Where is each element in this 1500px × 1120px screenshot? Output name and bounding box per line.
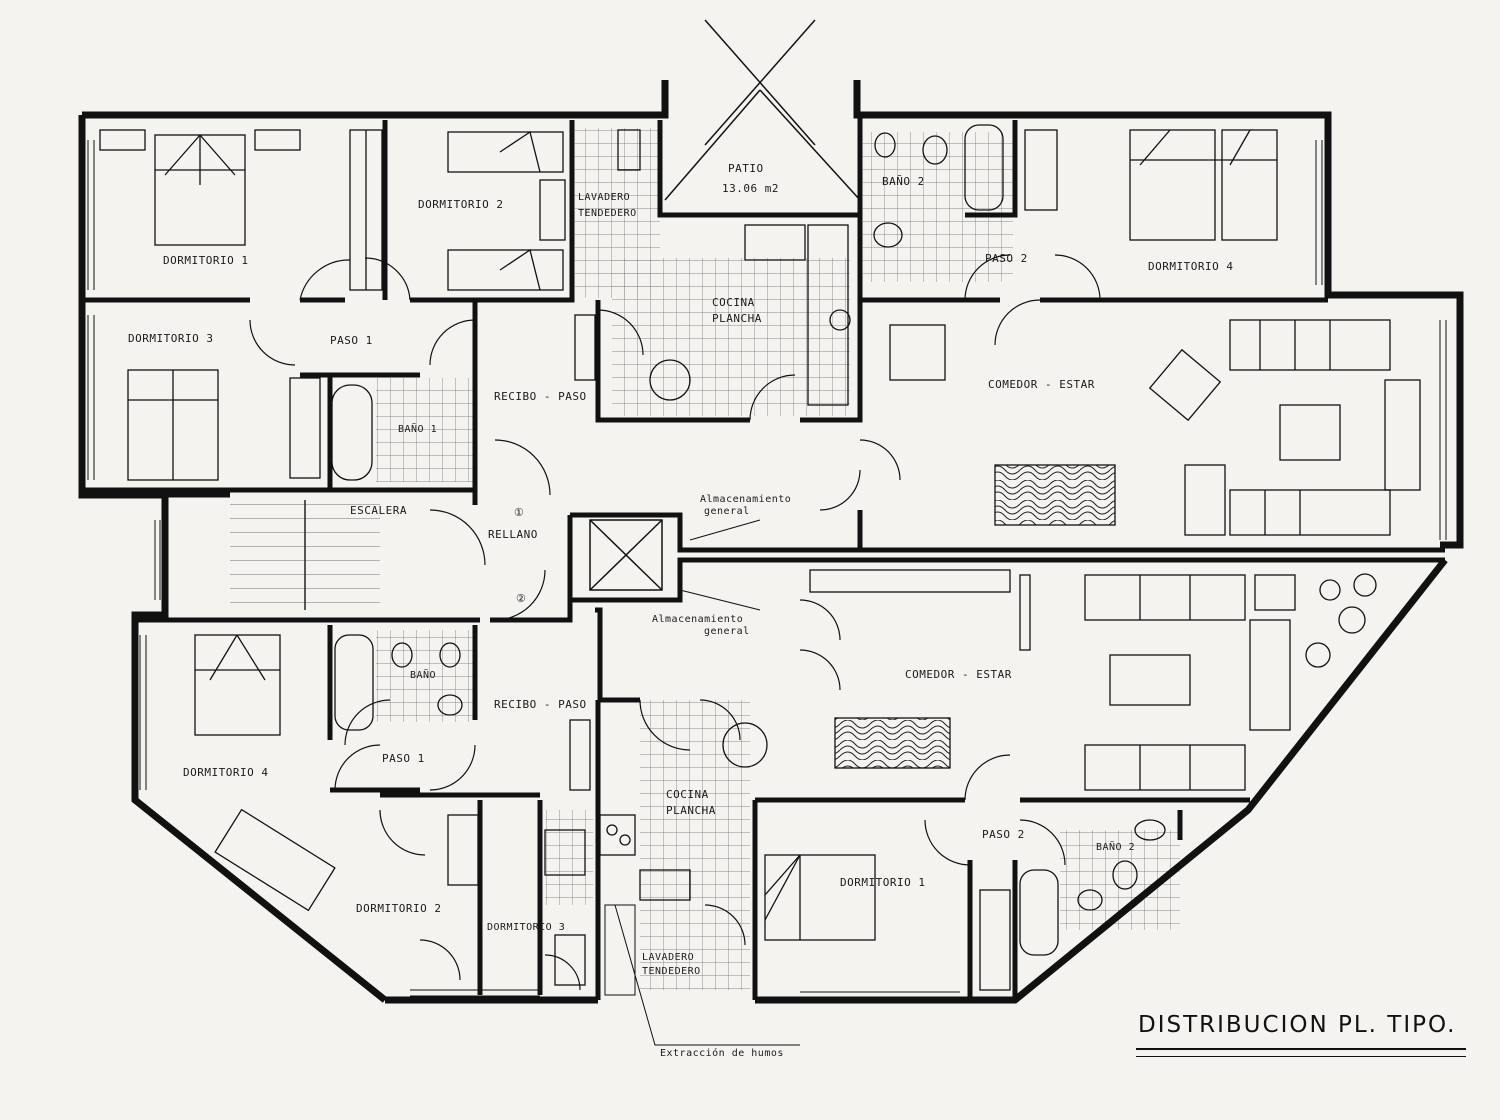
label-paso1-top: PASO 1 xyxy=(330,334,373,347)
label-bano2-top: BAÑO 2 xyxy=(882,175,925,188)
label-dormitorio2-bot: DORMITORIO 2 xyxy=(356,902,442,915)
interior-walls xyxy=(82,115,1445,1000)
tiled-areas xyxy=(376,128,1180,990)
label-door2: ② xyxy=(516,592,527,605)
label-dormitorio3-top: DORMITORIO 3 xyxy=(128,332,214,345)
label-lavadero-bot: LAVADERO xyxy=(642,952,695,963)
label-bano1-top: BAÑO 1 xyxy=(398,424,438,435)
label-escalera: ESCALERA xyxy=(350,504,407,517)
label-plancha-bot: PLANCHA xyxy=(666,804,716,817)
label-paso2-top: PASO 2 xyxy=(985,252,1028,265)
label-patio: PATIO xyxy=(728,162,764,175)
label-extraccion: Extracción de humos xyxy=(660,1048,784,1059)
title-underline-secondary xyxy=(1136,1056,1466,1057)
label-almac-bot2: general xyxy=(704,626,750,637)
doors xyxy=(249,254,1101,991)
label-cocina-bot: COCINA xyxy=(666,788,709,801)
label-paso1-bot: PASO 1 xyxy=(382,752,425,765)
patio-cross xyxy=(664,19,861,201)
label-tendedero-bot: TENDEDERO xyxy=(642,966,701,977)
label-comedor-top: COMEDOR - ESTAR xyxy=(988,378,1095,391)
windows xyxy=(87,140,1447,999)
label-dormitorio2-top: DORMITORIO 2 xyxy=(418,198,504,211)
label-recibo-bot: RECIBO - PASO xyxy=(494,698,587,711)
label-almac-top2: general xyxy=(704,506,750,517)
label-lavadero-top: LAVADERO xyxy=(578,192,631,203)
label-recibo-top: RECIBO - PASO xyxy=(494,390,587,403)
title-underline xyxy=(1136,1048,1466,1050)
label-bano-bot: BAÑO xyxy=(410,670,437,681)
label-dormitorio1-top: DORMITORIO 1 xyxy=(163,254,249,267)
exterior-walls xyxy=(78,80,1464,1004)
label-dormitorio4-bot: DORMITORIO 4 xyxy=(183,766,269,779)
label-plancha-top: PLANCHA xyxy=(712,312,762,325)
label-door1: ① xyxy=(514,506,525,519)
label-cocina-top: COCINA xyxy=(712,296,755,309)
label-almac-top1: Almacenamiento xyxy=(700,494,792,505)
label-bano2-bot: BAÑO 2 xyxy=(1096,842,1136,853)
label-patio-area: 13.06 m2 xyxy=(722,182,779,195)
label-dormitorio3-bot: DORMITORIO 3 xyxy=(487,922,566,933)
label-rellano: RELLANO xyxy=(488,528,538,541)
label-tendedero-top: TENDEDERO xyxy=(578,208,637,219)
drawing-title: DISTRIBUCION PL. TIPO. xyxy=(1138,1012,1457,1038)
furniture xyxy=(99,124,1421,991)
lift-shaft xyxy=(589,519,663,591)
label-paso2-bot: PASO 2 xyxy=(982,828,1025,841)
label-dormitorio1-bot: DORMITORIO 1 xyxy=(840,876,926,889)
stairs xyxy=(230,500,380,610)
label-dormitorio4-top: DORMITORIO 4 xyxy=(1148,260,1234,273)
annotation-lines xyxy=(604,519,800,1046)
label-almac-bot1: Almacenamiento xyxy=(652,614,744,625)
label-comedor-bot: COMEDOR - ESTAR xyxy=(905,668,1012,681)
